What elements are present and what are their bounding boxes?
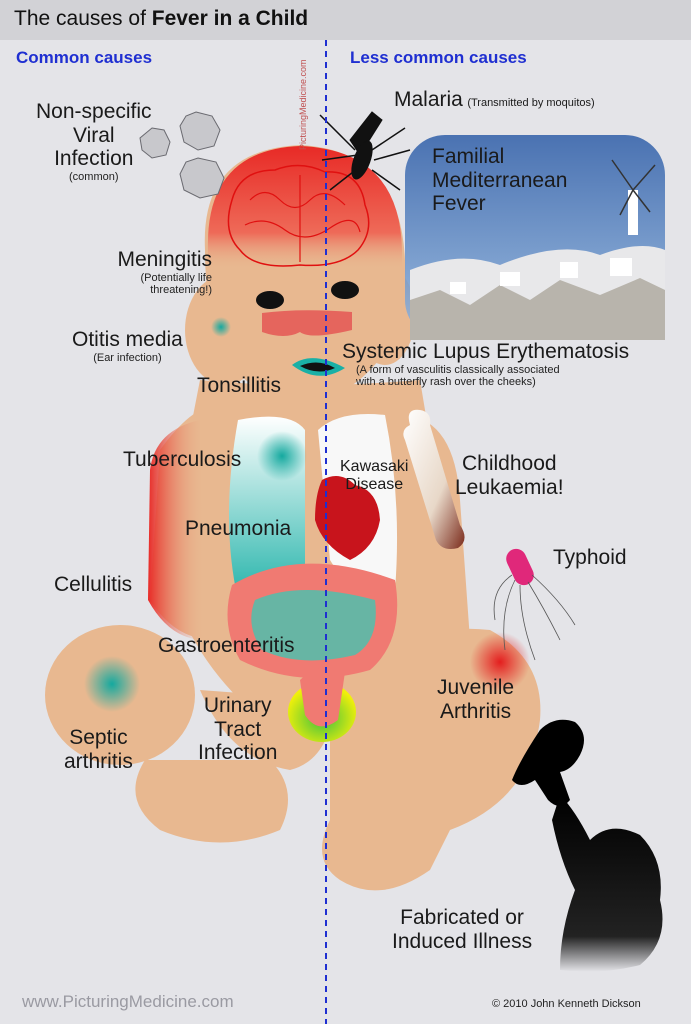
juvenile-line-2: Arthritis (439, 699, 512, 723)
virus-icons (139, 111, 225, 199)
label-juvenile-arthritis: Juvenile Arthritis (437, 676, 514, 723)
uti-line-3: Infection (198, 741, 278, 765)
label-urinary-tract-infection: Urinary Tract Infection (198, 694, 277, 765)
sle-note-2: with a butterfly rash over the cheeks) (356, 375, 536, 388)
viral-line-1: Non-specific (36, 100, 152, 123)
malaria-note: (Transmitted by moquitos) (467, 97, 595, 109)
title-emphasis: Fever in a Child (151, 7, 309, 30)
fabricated-line-2: Induced Illness (392, 929, 533, 953)
viral-line-3: Infection (54, 147, 134, 171)
meningitis-note-1: (Potentially life (140, 271, 212, 284)
label-viral-infection: Non-specific Viral Infection (common) (36, 100, 152, 183)
label-pneumonia: Pneumonia (185, 517, 292, 540)
label-familial-mediterranean-fever: Familial Mediterranean Fever (432, 145, 567, 216)
viral-line-2: Viral (72, 123, 115, 147)
label-tonsillitis: Tonsillitis (197, 374, 282, 397)
label-childhood-leukaemia: Childhood Leukaemia! (455, 452, 564, 499)
sle-note-1: (A form of vasculitis classically associ… (356, 363, 560, 376)
footer-website: www.PicturingMedicine.com (22, 992, 234, 1011)
label-malaria: Malaria (Transmitted by moquitos) (394, 88, 595, 112)
label-septic-arthritis: Septic arthritis (64, 726, 133, 773)
label-cellulitis: Cellulitis (54, 573, 133, 596)
bacterium-icon (493, 548, 576, 661)
common-causes-heading: Common causes (16, 48, 153, 67)
less-common-causes-heading: Less common causes (350, 48, 527, 67)
baby-figure (45, 145, 541, 891)
leukaemia-line-1: Childhood (462, 452, 557, 475)
sle-label: Systemic Lupus Erythematosis (342, 340, 630, 363)
footer-copyright: © 2010 John Kenneth Dickson (492, 998, 641, 1010)
meningitis-note-2: threatening!) (150, 283, 212, 296)
malaria-label: Malaria (394, 88, 463, 111)
label-meningitis: Meningitis (Potentially life threatening… (117, 248, 212, 296)
label-kawasaki-disease: Kawasaki Disease (340, 458, 408, 494)
otitis-label: Otitis media (72, 328, 183, 351)
title-bar (0, 0, 691, 40)
leukaemia-line-2: Leukaemia! (455, 475, 564, 499)
watermark: PicturingMedicine.com (298, 59, 308, 150)
title-prefix: The causes of (14, 7, 152, 30)
viral-note: (common) (69, 170, 119, 183)
septic-line-1: Septic (69, 726, 128, 749)
label-otitis-media: Otitis media (Ear infection) (72, 328, 183, 364)
septic-line-2: arthritis (64, 749, 133, 773)
fabricated-line-1: Fabricated or (400, 906, 524, 929)
mosquito-icon (319, 111, 411, 191)
label-systemic-lupus: Systemic Lupus Erythematosis (A form of … (342, 340, 629, 388)
fmf-line-1: Familial (432, 145, 505, 168)
juvenile-line-1: Juvenile (437, 676, 515, 699)
otitis-note: (Ear infection) (93, 351, 162, 364)
label-tuberculosis: Tuberculosis (123, 448, 242, 471)
label-gastroenteritis: Gastroenteritis (158, 634, 295, 657)
kawasaki-line-2: Disease (345, 475, 404, 493)
uti-line-1: Urinary (203, 694, 272, 717)
fmf-line-3: Fever (432, 192, 486, 216)
meningitis-label: Meningitis (117, 248, 212, 271)
fmf-line-2: Mediterranean (432, 168, 568, 192)
page-title: The causes of Fever in a Child (14, 7, 308, 31)
uti-line-2: Tract (214, 717, 262, 741)
kawasaki-line-1: Kawasaki (340, 458, 409, 475)
mediterranean-photo (405, 135, 665, 340)
label-fabricated-illness: Fabricated or Induced Illness (392, 906, 532, 953)
label-typhoid: Typhoid (553, 546, 627, 569)
mother-silhouette (512, 719, 663, 972)
